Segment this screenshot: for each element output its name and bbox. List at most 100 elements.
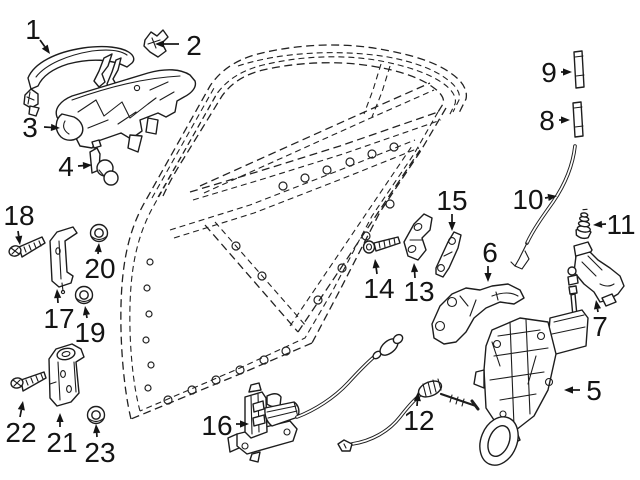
- part-9-guide-pin-long: [573, 50, 585, 89]
- callout-arrow-line: [85, 314, 88, 319]
- part-21-lower-door-hinge: [48, 343, 85, 407]
- part-19-hex-nut-lower: [74, 285, 94, 305]
- callout-arrow-head: [54, 289, 62, 299]
- callout-9[interactable]: 9: [541, 57, 572, 88]
- callout-13[interactable]: 13: [403, 263, 435, 307]
- callout-number: 20: [84, 253, 115, 284]
- callout-arrow-head: [593, 300, 602, 310]
- part-1-exterior-door-handle: [23, 45, 135, 117]
- part-10-lock-rod: [510, 144, 577, 270]
- callout-11[interactable]: 11: [593, 209, 636, 240]
- callout-6[interactable]: 6: [482, 237, 498, 282]
- door-panel-holes: [142, 142, 399, 405]
- callout-arrow-head: [41, 44, 50, 54]
- door-shell: [120, 44, 468, 420]
- callout-arrow-head: [411, 263, 419, 273]
- callout-number: 13: [403, 276, 434, 307]
- part-7-lock-bracket-rear: [573, 241, 625, 307]
- callout-arrow-line: [19, 409, 23, 418]
- callout-number: 14: [363, 273, 394, 304]
- callout-18[interactable]: 18: [3, 200, 35, 245]
- callout-14[interactable]: 14: [363, 259, 395, 304]
- callout-number: 9: [541, 57, 557, 88]
- callout-number: 1: [25, 14, 41, 45]
- callout-10[interactable]: 10: [512, 184, 557, 215]
- callout-number: 19: [74, 317, 105, 348]
- callout-4[interactable]: 4: [58, 151, 92, 182]
- part-16-interior-lock-module: [227, 382, 300, 463]
- callout-21[interactable]: 21: [46, 413, 78, 458]
- callout-number: 16: [201, 410, 232, 441]
- callout-5[interactable]: 5: [564, 375, 602, 406]
- callout-arrow-head: [547, 193, 557, 202]
- callout-17[interactable]: 17: [43, 289, 75, 334]
- part-13-striker-bracket: [403, 213, 433, 261]
- part-18-upper-hinge-screw: [8, 236, 46, 258]
- part-11-grommet-screw: [575, 208, 592, 240]
- callout-3[interactable]: 3: [22, 112, 60, 143]
- callout-number: 10: [512, 184, 543, 215]
- part-3-handle-carrier-bracket: [55, 69, 197, 153]
- part-5-door-lock-actuator: [473, 266, 589, 466]
- callout-arrow-head: [593, 220, 603, 228]
- callout-arrow-head: [15, 235, 23, 245]
- callout-arrow-head: [563, 68, 572, 76]
- callout-number: 3: [22, 112, 38, 143]
- callout-number: 8: [539, 105, 555, 136]
- callout-number: 4: [58, 151, 74, 182]
- callout-arrow-head: [50, 123, 60, 132]
- lock-module-cable: [295, 333, 404, 419]
- callout-arrow-head: [372, 259, 380, 269]
- callout-16[interactable]: 16: [201, 410, 249, 441]
- callout-number: 2: [186, 30, 202, 61]
- callout-23[interactable]: 23: [84, 424, 116, 468]
- callout-20[interactable]: 20: [84, 243, 116, 284]
- callout-number: 5: [586, 375, 602, 406]
- part-4-lock-barrel-clip: [89, 139, 119, 186]
- callout-22[interactable]: 22: [5, 401, 37, 448]
- part-20-hex-nut-upper: [89, 223, 109, 243]
- callout-arrow-head: [56, 413, 64, 422]
- callout-19[interactable]: 19: [74, 306, 106, 348]
- callout-12[interactable]: 12: [403, 392, 435, 436]
- callout-arrow-head: [484, 273, 492, 282]
- callout-number: 18: [3, 200, 34, 231]
- callout-number: 7: [592, 311, 608, 342]
- callout-1[interactable]: 1: [25, 14, 50, 54]
- callout-arrow-head: [82, 162, 92, 170]
- part-12-release-cable: [337, 378, 480, 452]
- callout-number: 17: [43, 303, 74, 334]
- part-8-guide-pin-short: [572, 101, 584, 138]
- callout-number: 6: [482, 237, 498, 268]
- callout-arrow-line: [375, 267, 378, 275]
- callout-arrow-line: [544, 196, 549, 199]
- callout-arrow-line: [17, 230, 20, 237]
- callout-number: 12: [403, 405, 434, 436]
- callout-arrow-line: [596, 308, 599, 313]
- part-14-striker-bolt: [362, 236, 401, 254]
- callout-number: 11: [606, 209, 635, 240]
- part-23-lower-hinge-nut: [86, 405, 106, 425]
- callout-arrow-head: [564, 386, 573, 394]
- part-6-lock-bracket-front: [431, 283, 525, 345]
- callout-arrow-head: [82, 306, 91, 316]
- callout-arrow-head: [240, 420, 249, 428]
- part-22-lower-hinge-screw: [10, 371, 47, 392]
- callout-arrow-head: [413, 392, 421, 402]
- callout-2[interactable]: 2: [155, 30, 202, 61]
- callout-7[interactable]: 7: [592, 300, 608, 342]
- callout-arrow-head: [448, 222, 456, 231]
- part-17-upper-door-hinge: [49, 226, 78, 295]
- callout-number: 15: [436, 185, 467, 216]
- callout-arrow-head: [155, 40, 164, 48]
- callout-arrow-line: [39, 39, 46, 48]
- callout-number: 22: [5, 417, 36, 448]
- callout-8[interactable]: 8: [539, 105, 570, 136]
- callout-arrow-head: [94, 243, 102, 253]
- callout-arrow-head: [17, 401, 25, 411]
- callout-15[interactable]: 15: [436, 185, 468, 231]
- callout-arrow-head: [93, 424, 101, 434]
